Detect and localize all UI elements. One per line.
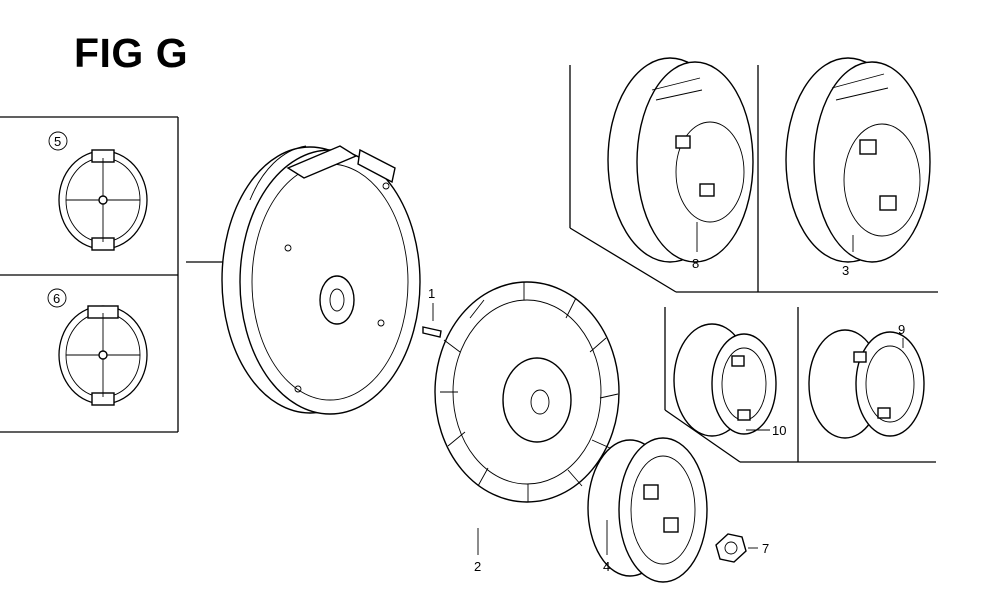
callout-circle-6	[47, 288, 67, 308]
figure-title: FIG G	[74, 30, 189, 76]
callout-10: 10	[772, 423, 786, 438]
inset-panel	[0, 116, 226, 433]
inset-5-variant: 5	[48, 131, 148, 251]
woodruff-key: 1	[422, 286, 442, 338]
top-right-panel	[569, 65, 938, 293]
flange-nut: 7	[715, 533, 769, 563]
cooling-fan: 2	[434, 281, 620, 574]
starter-pulley: 4	[587, 437, 708, 583]
pulley-variant-3: 3	[785, 57, 931, 278]
callout-5: 5	[54, 134, 61, 149]
callout-2: 2	[474, 559, 481, 574]
callout-1: 1	[428, 286, 435, 301]
callout-9: 9	[898, 322, 905, 337]
pulley-variant-8: 8	[607, 57, 754, 271]
callout-4: 4	[603, 559, 610, 574]
ratchet-variant-10: 10	[673, 323, 786, 438]
inset-6-variant: 6	[47, 288, 148, 406]
callout-8: 8	[692, 256, 699, 271]
mid-right-panel	[664, 307, 936, 463]
callout-7: 7	[762, 541, 769, 556]
callout-circle-5	[48, 131, 68, 151]
flywheel	[221, 145, 421, 415]
callout-3: 3	[842, 263, 849, 278]
callout-6: 6	[53, 291, 60, 306]
ratchet-variant-9: 9	[808, 322, 925, 439]
